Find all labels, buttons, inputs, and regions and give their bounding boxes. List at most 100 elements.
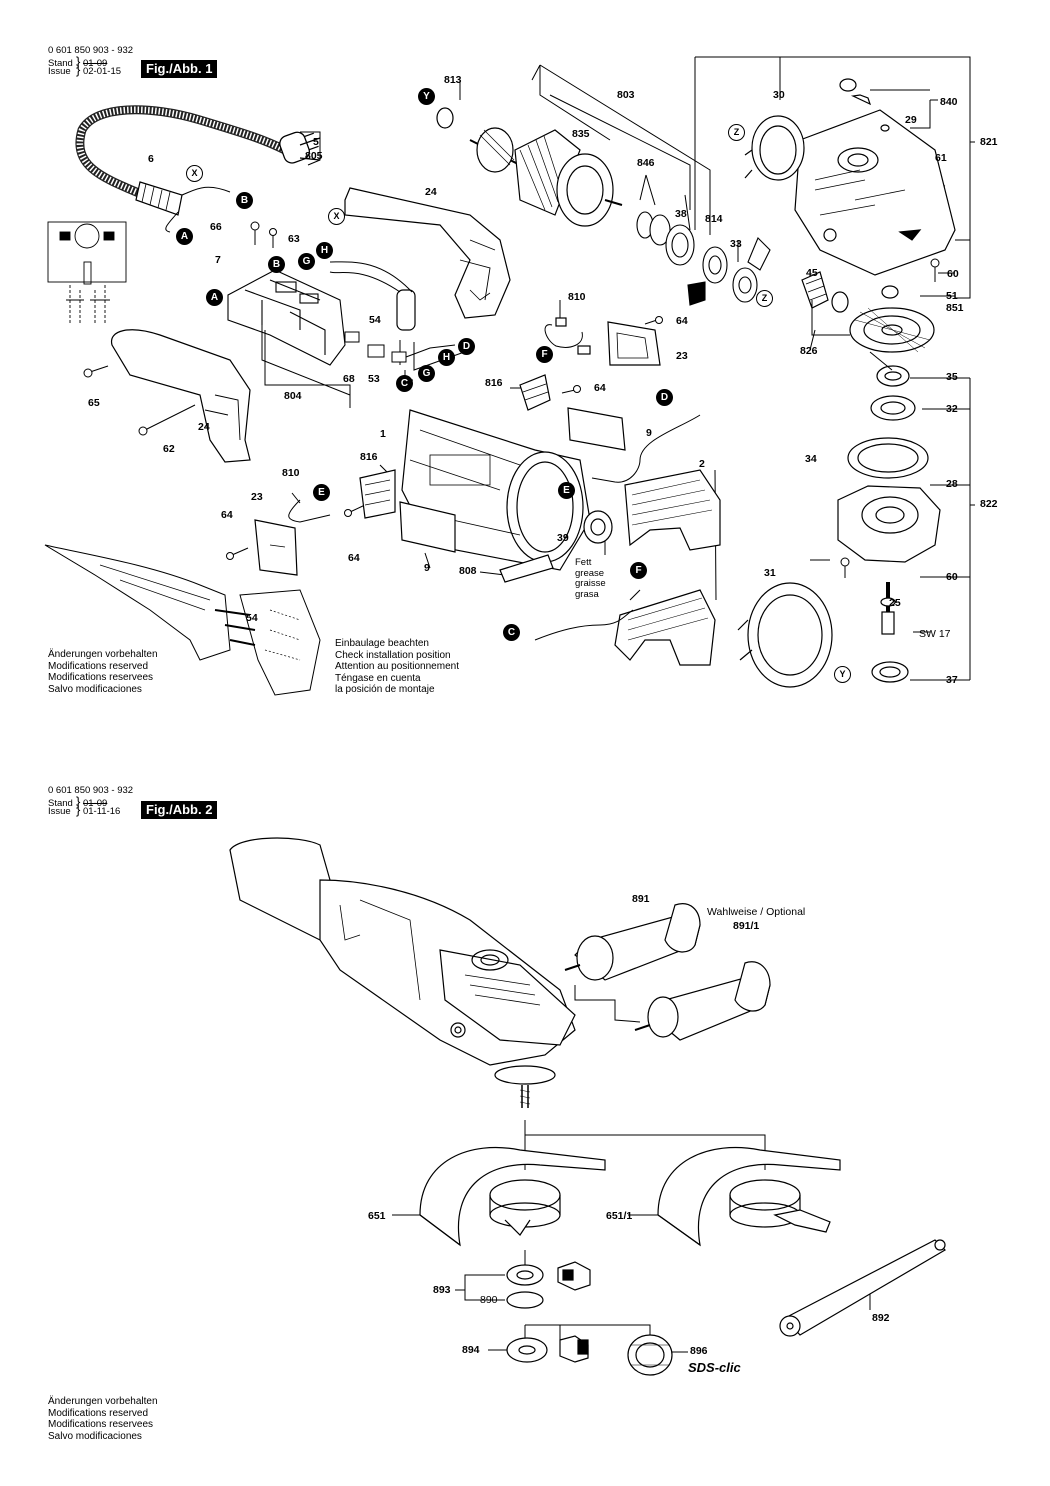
part-number-label: 62 [163, 443, 175, 455]
part-number-label: 896 [690, 1345, 708, 1357]
callout-marker: D [656, 389, 673, 406]
note-line: la posición de montaje [335, 684, 435, 695]
install-position-note: Einbaulage beachten Check installation p… [335, 638, 459, 696]
handle-upper [344, 187, 511, 319]
end-shield-31 [737, 582, 833, 688]
fig2-modifications-note: Änderungen vorbehalten Modifications res… [48, 1396, 158, 1442]
part-number-label: 810 [568, 291, 586, 303]
part-number-label: 34 [805, 453, 817, 465]
note-line: Attention au positionnement [335, 661, 459, 672]
callout-marker: B [268, 256, 285, 273]
part-number-label: 891 [632, 893, 650, 905]
part-number-label: 851 [946, 302, 964, 314]
grease-line: grasa [575, 588, 599, 600]
callout-marker: D [458, 338, 475, 355]
callout-marker: A [176, 228, 193, 245]
note-line: Modifications reserved [48, 1407, 149, 1419]
part-number-label: 6 [148, 153, 154, 165]
part-number-label: 64 [676, 315, 688, 327]
part-number-label: 892 [872, 1312, 890, 1324]
fig1-issue-value: 02-01-15 [82, 66, 122, 77]
note-line: Modifications reservees [48, 1419, 154, 1430]
part-number-label: 808 [459, 565, 477, 577]
note-line: Einbaulage beachten [335, 638, 429, 649]
part-number-label: 813 [444, 74, 462, 86]
fig2-title: Fig./Abb. 2 [141, 801, 218, 819]
fig1-modifications-note: Änderungen vorbehalten Modifications res… [48, 649, 158, 695]
ring-30 [744, 115, 805, 181]
part-number-label: 31 [764, 567, 776, 579]
grease-line: grease [575, 567, 605, 579]
callout-marker: C [503, 624, 520, 641]
part-number-label: 53 [368, 373, 380, 385]
fig1-stand-value: 01-09 [82, 58, 108, 69]
part-number-label: SW 17 [919, 628, 951, 640]
capacitor [329, 261, 416, 331]
part-number-label: 39 [557, 532, 569, 544]
fig1-header: 0 601 850 903 - 932 Stand} 01-09 Issue} … [48, 45, 134, 77]
part-number-label: 68 [343, 373, 355, 385]
part-number-label: 30 [773, 89, 785, 101]
callout-marker: Z [756, 290, 773, 307]
flange-stack [837, 365, 941, 683]
part-number-label: 651 [368, 1210, 386, 1222]
spanner-892 [779, 1239, 946, 1337]
part-number-label: 51 [946, 290, 958, 302]
assembly-view [44, 544, 321, 696]
part-number-label: 835 [572, 128, 590, 140]
callout-marker: H [316, 242, 333, 259]
part-number-label: 840 [940, 96, 958, 108]
wheel-guard-651 [419, 1146, 606, 1247]
part-number-label: 32 [946, 403, 958, 415]
part-number-label: 9 [646, 427, 652, 439]
grease-line: Fett [575, 557, 592, 568]
part-number-label: 891/1 [733, 920, 760, 932]
part-number-label: 810 [282, 467, 300, 479]
part-number-label: 1 [380, 428, 386, 440]
fig2-issue-value: 01-11-16 [82, 806, 121, 817]
fig2-issue-label: Issue [48, 806, 71, 817]
callout-marker: Z [728, 124, 745, 141]
part-number-label: 846 [637, 157, 655, 169]
part-number-label: 35 [946, 371, 958, 383]
pinion [801, 271, 899, 313]
fig2-code: 0 601 850 903 - 932 [48, 785, 134, 796]
brush-holder-upper [519, 374, 551, 411]
part-number-label: 5 [313, 136, 319, 148]
part-number-label: 890 [480, 1294, 498, 1306]
note-line: Check installation position [335, 649, 451, 661]
part-number-label: 29 [905, 114, 917, 126]
part-number-label: 38 [675, 208, 687, 220]
part-number-label: 65 [88, 397, 100, 409]
callout-marker: X [186, 165, 203, 182]
callout-marker: E [313, 484, 330, 501]
part-number-label: 814 [705, 213, 723, 225]
callout-marker: G [418, 365, 435, 382]
part-number-label: 45 [806, 267, 818, 279]
handle-lower [111, 329, 251, 463]
note-line: Modifications reservees [48, 672, 154, 683]
callout-marker: Y [418, 88, 435, 105]
part-number-label: 60 [947, 268, 959, 280]
part-number-label: 61 [935, 152, 947, 164]
field-coil-lower [614, 589, 716, 666]
part-number-label: 28 [946, 478, 958, 490]
part-number-label: 64 [594, 382, 606, 394]
cord-sleeve [135, 181, 183, 216]
fig2-stand-label: Stand [48, 798, 73, 809]
note-line: Modifications reserved [48, 660, 149, 672]
part-number-label: 826 [800, 345, 818, 357]
part-number-label: 37 [946, 674, 958, 686]
armature [436, 107, 623, 227]
callout-marker: B [236, 192, 253, 209]
callout-marker: E [558, 482, 575, 499]
fig1-title: Fig./Abb. 1 [141, 60, 218, 78]
part-number-label: 816 [485, 377, 503, 389]
fig2-stand-value: 01-09 [82, 798, 108, 809]
callout-marker: A [206, 289, 223, 306]
part-number-label: 63 [288, 233, 300, 245]
wiring-schematic [47, 221, 127, 325]
part-number-label: 25 [889, 597, 901, 609]
